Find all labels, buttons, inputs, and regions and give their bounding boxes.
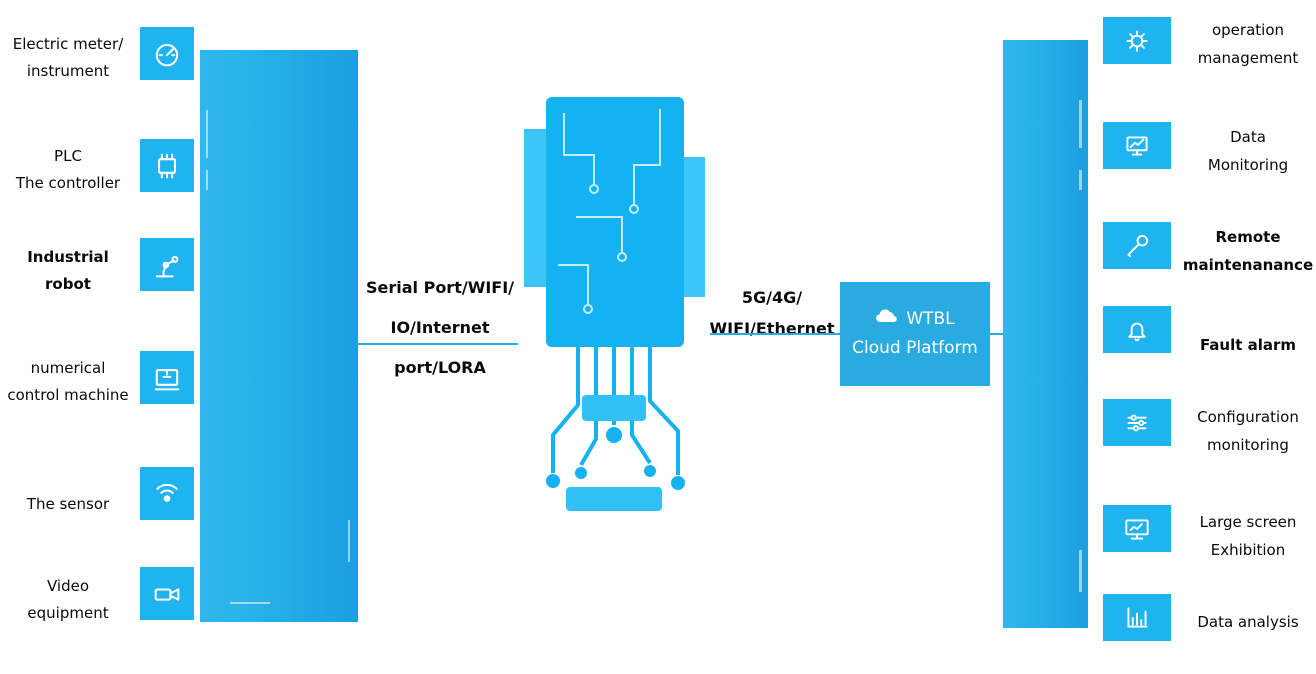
meter-icon bbox=[140, 27, 194, 80]
terminal-device-panel bbox=[1003, 40, 1088, 628]
cloud-platform-name: WTBL bbox=[906, 309, 955, 329]
feature-label-configuration-monitoring: Configuration monitoring bbox=[1197, 408, 1299, 454]
device-label-electric-meter: Electric meter/ instrument bbox=[12, 35, 124, 80]
feature-label-data-analysis: Data analysis bbox=[1197, 613, 1299, 631]
alarm-bell-icon bbox=[1103, 306, 1171, 353]
robot-arm-icon bbox=[140, 238, 194, 291]
device-label-sensor: The sensor bbox=[26, 495, 110, 513]
gateway-device-panel bbox=[200, 50, 358, 622]
feature-label-fault-alarm: Fault alarm bbox=[1199, 336, 1297, 354]
cnc-machine-icon bbox=[140, 351, 194, 404]
wrench-icon bbox=[1103, 222, 1171, 269]
feature-label-large-screen: Large screen Exhibition bbox=[1199, 513, 1297, 559]
cloud-platform-subtitle: Cloud Platform bbox=[852, 338, 978, 358]
device-label-video: Video equipment bbox=[27, 577, 109, 622]
cloud-icon bbox=[875, 305, 899, 334]
cloud-to-terminal-line bbox=[988, 333, 1004, 335]
sensor-icon bbox=[140, 467, 194, 520]
plc-icon bbox=[140, 139, 194, 192]
sliders-icon bbox=[1103, 399, 1171, 446]
cloud-platform-box: WTBL Cloud Platform bbox=[840, 282, 990, 386]
left-connection-label: Serial Port/WIFI/ IO/Internet port/LORA bbox=[365, 278, 515, 377]
feature-label-data-monitoring: Data Monitoring bbox=[1207, 128, 1289, 174]
gear-icon bbox=[1103, 17, 1171, 64]
circuit-gateway-art bbox=[518, 95, 711, 524]
device-label-cnc: numerical control machine bbox=[7, 359, 129, 404]
feature-label-remote-maintenance: Remote maintenanance bbox=[1182, 228, 1314, 274]
bar-chart-icon bbox=[1103, 594, 1171, 641]
left-connection-line bbox=[358, 343, 518, 345]
device-label-plc: PLC The controller bbox=[15, 147, 121, 192]
big-screen-icon bbox=[1103, 505, 1171, 552]
feature-label-operation-management: operation management bbox=[1197, 21, 1299, 67]
monitor-chart-icon bbox=[1103, 122, 1171, 169]
device-label-industrial-robot: Industrial robot bbox=[27, 248, 109, 293]
right-connection-line bbox=[710, 333, 840, 335]
cloud-platform-title-row: WTBL bbox=[875, 305, 955, 334]
video-camera-icon bbox=[140, 567, 194, 620]
